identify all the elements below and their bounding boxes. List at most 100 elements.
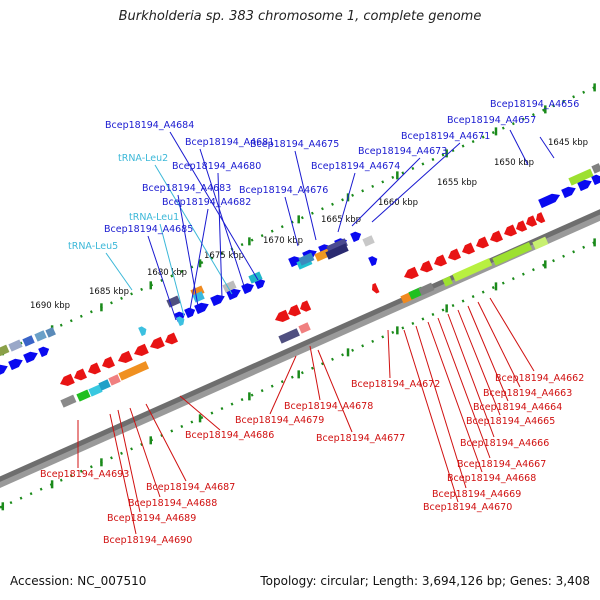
reverse-gene-22 bbox=[536, 212, 546, 224]
reverse-class-bar-4 bbox=[108, 374, 121, 386]
lower-gene-label: Bcep18194_A4666 bbox=[460, 438, 549, 449]
scale-label: 1655 kbp bbox=[437, 178, 477, 188]
forward-class-bar-0 bbox=[0, 344, 10, 358]
lower-leader-line bbox=[447, 313, 495, 438]
reverse-class-bar-1 bbox=[76, 389, 91, 402]
reverse-gene-14 bbox=[434, 254, 447, 267]
lower-gene-label: Bcep18194_A4672 bbox=[351, 379, 440, 390]
forward-class-bar-8 bbox=[222, 280, 237, 293]
reverse-gene-11-shape bbox=[372, 282, 380, 294]
forward-class-bar-1-shape bbox=[8, 339, 23, 352]
reverse-gene-1 bbox=[74, 368, 87, 381]
reverse-gene-9 bbox=[288, 304, 301, 317]
forward-class-bar-14 bbox=[325, 243, 349, 260]
lower-gene-label: Bcep18194_A4670 bbox=[423, 502, 512, 513]
lower-gene-label: Bcep18194_A4689 bbox=[107, 513, 196, 524]
forward-class-bar-6 bbox=[190, 285, 205, 298]
reverse-gene-17-shape bbox=[476, 236, 489, 249]
reverse-gene-18 bbox=[490, 230, 503, 243]
lower-leader-line bbox=[269, 355, 297, 415]
forward-gene-9-shape bbox=[241, 283, 254, 295]
reverse-gene-3-shape bbox=[102, 356, 115, 369]
trna-feature-1 bbox=[176, 316, 185, 327]
upper-leader-line bbox=[337, 172, 356, 233]
lower-gene-label: Bcep18194_A4679 bbox=[235, 415, 324, 426]
map-title: Burkholderia sp. 383 chromosome 1, compl… bbox=[118, 9, 482, 24]
forward-gene-3-shape bbox=[38, 346, 50, 358]
lower-gene-label: Bcep18194_A4669 bbox=[432, 489, 521, 500]
lower-gene-label: Bcep18194_A4664 bbox=[473, 402, 562, 413]
forward-gene-15-shape bbox=[350, 231, 362, 243]
lower-leader-line bbox=[437, 317, 491, 459]
reverse-class-bar-3-shape bbox=[98, 379, 111, 391]
lower-leader-line bbox=[415, 325, 467, 489]
reverse-gene-19-shape bbox=[504, 224, 517, 237]
reverse-class-bar-6 bbox=[278, 328, 300, 344]
upper-gene-label: Bcep18194_A4676 bbox=[239, 185, 328, 196]
reverse-gene-15-shape bbox=[448, 248, 461, 261]
reverse-class-bar-3 bbox=[98, 379, 111, 391]
lower-scale-rail bbox=[0, 238, 600, 509]
reverse-gene-20-shape bbox=[516, 220, 528, 232]
reverse-gene-7-shape bbox=[165, 332, 178, 345]
reverse-class-bar-11-shape bbox=[442, 276, 453, 287]
forward-class-bar-2-shape bbox=[22, 335, 35, 347]
reverse-gene-17 bbox=[476, 236, 489, 249]
accession-text: Accession: NC_007510 bbox=[10, 574, 147, 588]
forward-gene-18 bbox=[561, 186, 576, 199]
forward-gene-8 bbox=[226, 288, 241, 301]
upper-leader-line bbox=[105, 252, 133, 291]
reverse-gene-8 bbox=[275, 309, 290, 323]
lower-leader-line bbox=[403, 329, 459, 503]
forward-class-bar-16-shape bbox=[568, 168, 594, 186]
reverse-class-bar-7 bbox=[298, 322, 311, 334]
lower-gene-label: Bcep18194_A4678 bbox=[284, 401, 373, 412]
scale-label: 1675 kbp bbox=[204, 251, 244, 261]
trna-feature-0-shape bbox=[138, 326, 147, 337]
upper-gene-label: Bcep18194_A4681 bbox=[185, 137, 274, 148]
reverse-class-bar-10 bbox=[418, 282, 435, 296]
lower-leader-line bbox=[129, 407, 161, 498]
reverse-class-bar-7-shape bbox=[298, 322, 311, 334]
forward-gene-20-shape bbox=[591, 174, 600, 186]
upper-leader-line bbox=[294, 150, 317, 241]
lower-gene-label: Bcep18194_A4688 bbox=[128, 498, 217, 509]
forward-gene-1 bbox=[8, 358, 23, 371]
forward-gene-1-shape bbox=[8, 358, 23, 371]
reverse-gene-11 bbox=[372, 282, 380, 294]
forward-gene-6 bbox=[194, 302, 209, 315]
reverse-gene-21-shape bbox=[526, 215, 538, 227]
forward-class-bar-11-shape bbox=[298, 252, 315, 266]
reverse-class-bar-6-shape bbox=[278, 328, 300, 344]
forward-gene-16-shape bbox=[368, 256, 378, 267]
reverse-gene-8-shape bbox=[275, 309, 290, 323]
forward-class-bar-5-shape bbox=[166, 295, 181, 308]
forward-gene-2 bbox=[23, 351, 38, 364]
forward-class-bar-2 bbox=[22, 335, 35, 347]
reverse-gene-4 bbox=[118, 350, 133, 364]
forward-gene-0-shape bbox=[0, 364, 8, 377]
trna-feature-0 bbox=[138, 326, 147, 337]
reverse-class-bar-5 bbox=[118, 361, 150, 381]
reverse-gene-21 bbox=[526, 215, 538, 227]
forward-gene-16 bbox=[368, 256, 378, 267]
lower-leader-line bbox=[477, 301, 521, 388]
upper-leader-line bbox=[177, 194, 199, 307]
reverse-class-bar-13-shape bbox=[492, 242, 533, 266]
scale-label: 1690 kbp bbox=[30, 301, 70, 311]
upper-leader-line bbox=[509, 129, 529, 166]
reverse-class-bar-14-shape bbox=[532, 236, 549, 250]
upper-leader-line bbox=[154, 164, 233, 295]
forward-class-bar-3 bbox=[34, 330, 47, 342]
upper-gene-label: Bcep18194_A4657 bbox=[447, 115, 536, 126]
lower-gene-label: Bcep18194_A4686 bbox=[185, 430, 274, 441]
forward-class-bar-9 bbox=[248, 271, 263, 284]
upper-leader-line bbox=[217, 172, 223, 299]
upper-gene-label: Bcep18194_A4685 bbox=[104, 224, 193, 235]
lower-gene-label: Bcep18194_A4667 bbox=[457, 459, 546, 470]
reverse-gene-9-shape bbox=[288, 304, 301, 317]
lower-gene-label: Bcep18194_A4690 bbox=[103, 535, 192, 546]
lower-gene-label: Bcep18194_A4665 bbox=[466, 416, 555, 427]
forward-gene-19 bbox=[577, 179, 592, 192]
